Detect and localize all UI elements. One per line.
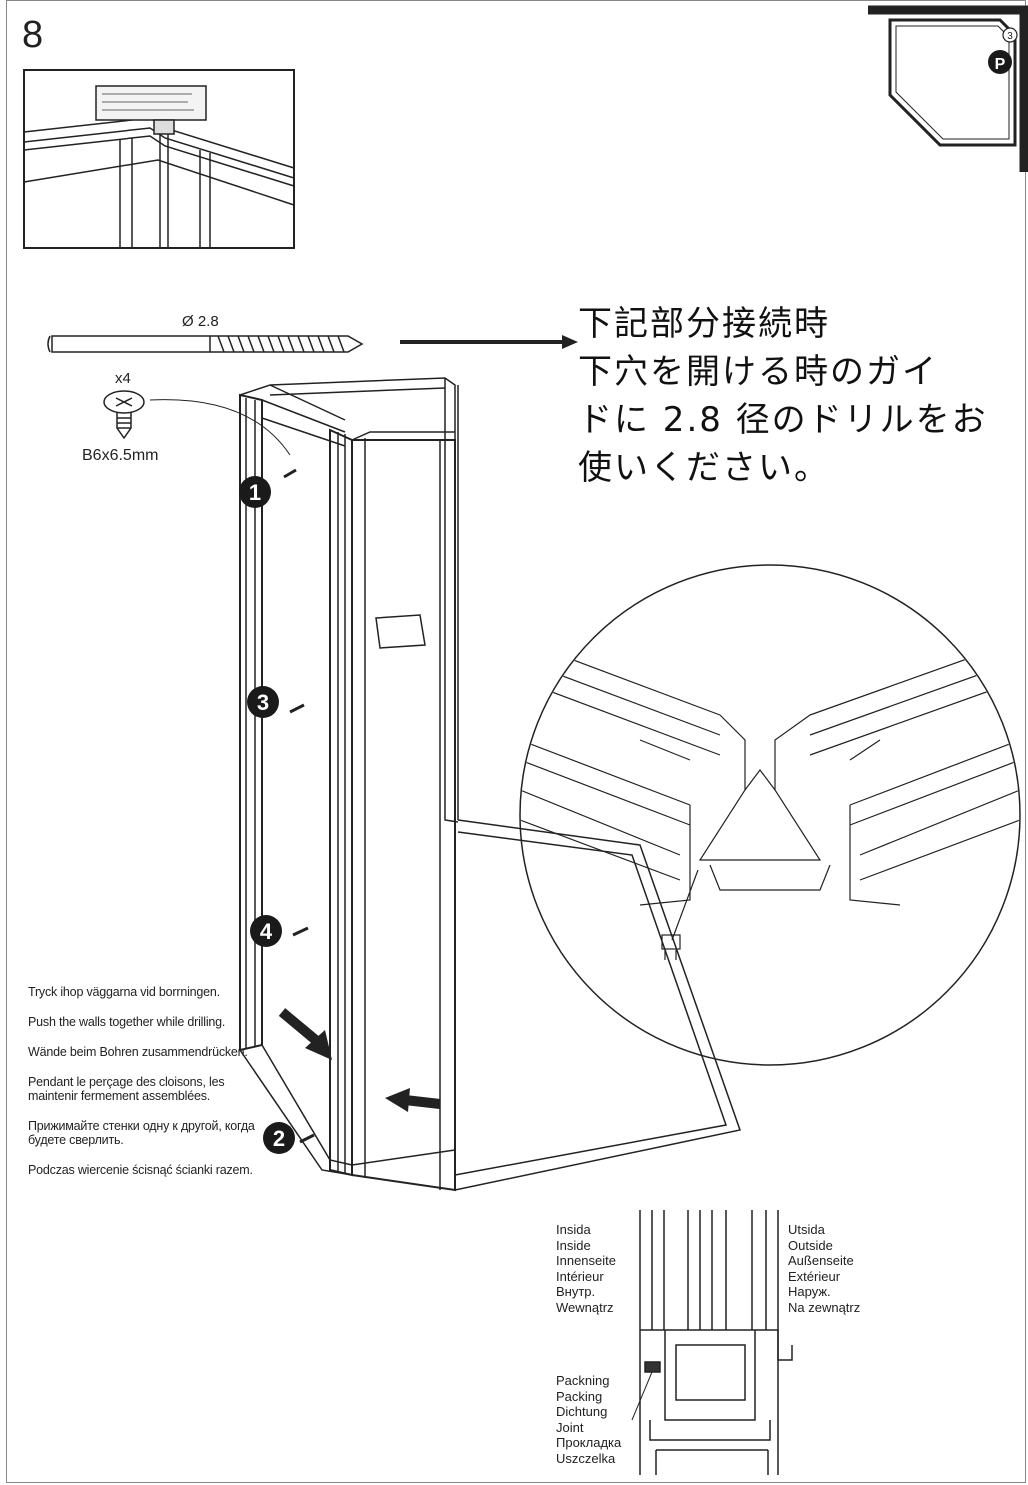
outside-label: Extérieur <box>788 1268 841 1284</box>
outside-label: Utsida <box>788 1222 825 1237</box>
instruction-en: Push the walls together while drilling. <box>28 1015 226 1029</box>
back-wall-frame <box>269 377 459 823</box>
outside-label: Outside <box>788 1237 833 1253</box>
inside-label: Intérieur <box>556 1268 604 1284</box>
callout-3-label: 3 <box>257 690 269 715</box>
push-arrow-diagonal <box>278 1008 322 1046</box>
inside-label: Wewnątrz <box>556 1299 614 1315</box>
screw-icon <box>103 390 145 440</box>
instruction-ru: Прижимайте стенки одну к другой, когда б… <box>28 1119 255 1147</box>
inset-detail <box>23 69 295 249</box>
callout-4 <box>250 915 282 947</box>
page-border <box>6 0 1026 1483</box>
outside-label: Наруж. <box>788 1284 831 1299</box>
corner-p-label: P <box>995 56 1006 73</box>
cross-section-profile <box>631 1210 793 1475</box>
drill-diameter-label: Ø 2.8 <box>182 313 219 330</box>
instruction-sv: Tryck ihop väggarna vid borrningen. <box>28 985 220 999</box>
japanese-note-line: 下記部分接続時 <box>578 304 830 344</box>
packing-labels: Packning Packing Dichtung Joint Прокладк… <box>556 1373 621 1466</box>
inside-label: Внутр. <box>556 1284 596 1299</box>
instruction-de: Wände beim Bohren zusammendrücken. <box>28 1045 248 1059</box>
screw-size: B6x6.5mm <box>82 447 159 464</box>
instructions-block: Tryck ihop väggarna vid borrningen. Push… <box>28 985 268 1193</box>
japanese-note-line: 使いください。 <box>578 448 830 488</box>
front-wall-panel <box>329 428 456 1192</box>
callout-1-label: 1 <box>249 480 261 505</box>
inside-label: Inside <box>556 1237 591 1253</box>
packing-label: Joint <box>556 1419 584 1435</box>
drill-bit-drawing <box>47 335 364 353</box>
instruction-fr: Pendant le perçage des cloisons, les mai… <box>28 1075 225 1103</box>
base-frame <box>351 819 741 1191</box>
packing-label: Packning <box>556 1373 610 1388</box>
inside-label: Innenseite <box>556 1253 616 1268</box>
outside-label: Außenseite <box>788 1253 854 1268</box>
packing-label: Прокладка <box>556 1435 622 1450</box>
japanese-note: 下記部分接続時 下穴を開ける時のガイ ドに 2.8 径のドリルをお 使いください… <box>578 300 998 492</box>
outside-labels: Utsida Outside Außenseite Extérieur Нару… <box>788 1222 860 1315</box>
screw-quantity: x4 <box>115 370 131 387</box>
callout-2 <box>263 1122 295 1154</box>
japanese-note-line: 下穴を開ける時のガイ <box>578 352 938 392</box>
callout-2-label: 2 <box>273 1126 285 1151</box>
corner-plan-icon <box>868 5 1028 172</box>
push-arrow-horizontal <box>404 1095 441 1109</box>
callout-1 <box>239 476 271 508</box>
packing-label: Dichtung <box>556 1404 608 1419</box>
japanese-note-line: ドに 2.8 径のドリルをお <box>578 400 988 440</box>
callout-3 <box>247 686 279 718</box>
corner-p-circle <box>988 50 1012 74</box>
inside-labels: Insida Inside Innenseite Intérieur Внутр… <box>556 1222 616 1315</box>
inside-label: Insida <box>556 1222 591 1237</box>
instruction-pl: Podczas wiercenie ścisnąć ścianki razem. <box>28 1163 253 1177</box>
callout-4-label: 4 <box>260 919 273 944</box>
step-number: 8 <box>22 14 44 56</box>
magnified-detail <box>519 564 1021 1066</box>
callout-circles <box>239 27 1018 1154</box>
corner-small-label: 3 <box>1007 31 1013 42</box>
outside-label: Na zewnątrz <box>788 1299 861 1315</box>
packing-label: Packing <box>556 1388 603 1404</box>
packing-label: Uszczelka <box>556 1450 616 1466</box>
corner-small-circle <box>1002 27 1018 43</box>
